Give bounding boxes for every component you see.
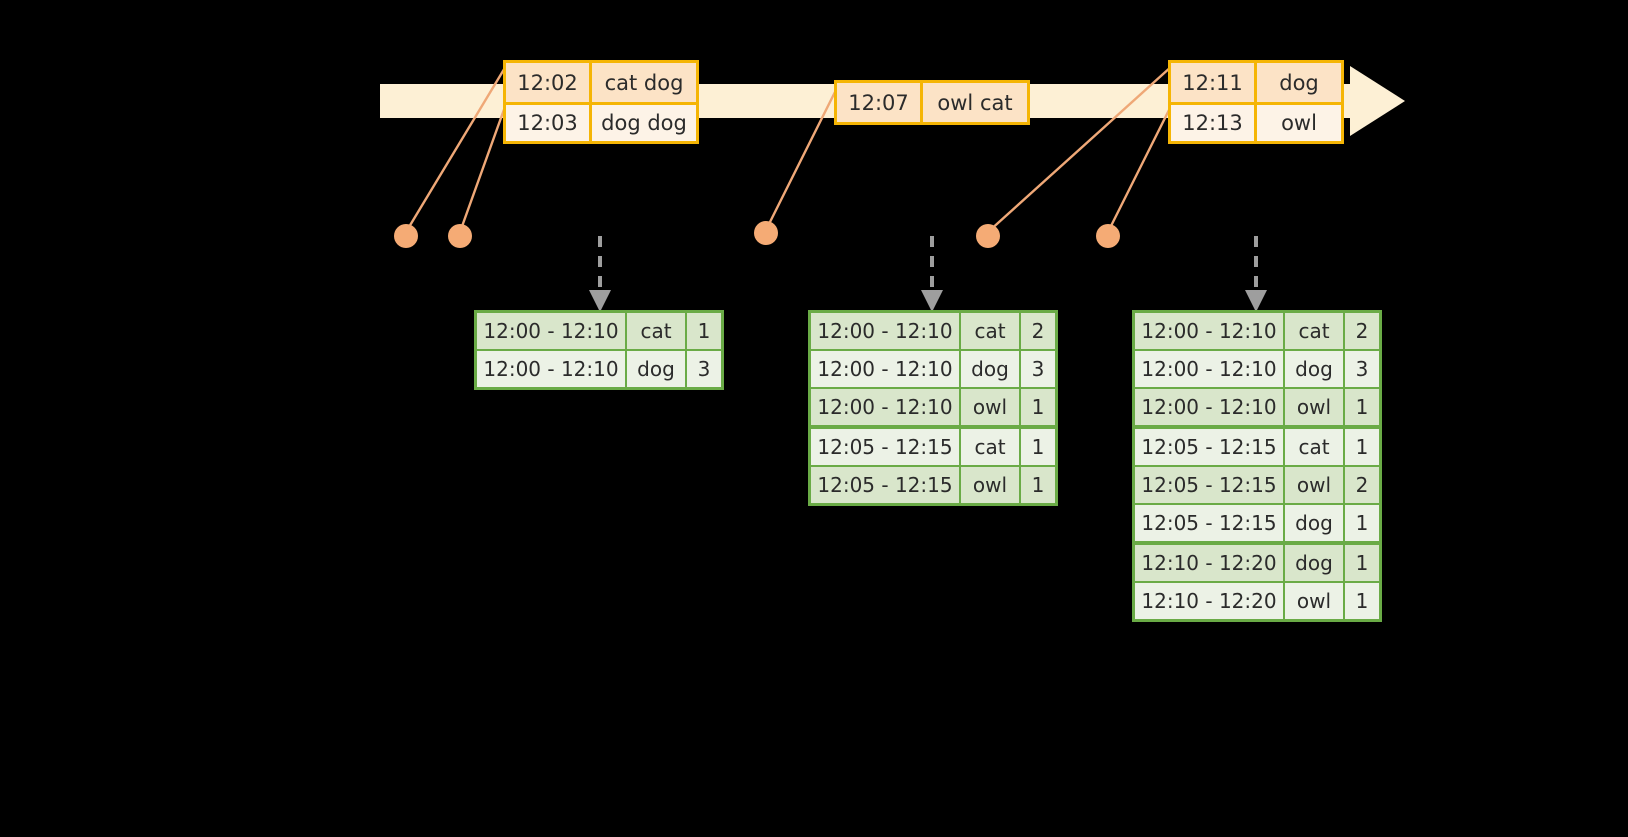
table-row[interactable]: 12:05 - 12:15 owl 1 <box>811 467 1055 503</box>
key-cell: owl <box>1285 389 1343 425</box>
event-time: 12:03 <box>506 105 592 141</box>
emit-arrows <box>589 236 1267 312</box>
window-cell: 12:00 - 12:10 <box>1135 389 1283 425</box>
table-row[interactable]: 12:05 - 12:15 dog 1 <box>1135 505 1379 541</box>
event-dot-5 <box>1096 224 1120 248</box>
key-cell: dog <box>961 351 1019 387</box>
result-table-3[interactable]: 12:00 - 12:10 cat 2 12:00 - 12:10 dog 3 … <box>1132 310 1382 622</box>
key-cell: owl <box>961 389 1019 425</box>
table-row[interactable]: 12:10 - 12:20 owl 1 <box>1135 583 1379 619</box>
event-row[interactable]: 12:03 dog dog <box>506 102 696 141</box>
count-cell: 3 <box>687 351 721 387</box>
count-cell: 1 <box>1345 429 1379 465</box>
event-row[interactable]: 12:11 dog <box>1171 63 1341 102</box>
window-cell: 12:10 - 12:20 <box>1135 545 1283 581</box>
event-box-1[interactable]: 12:02 cat dog 12:03 dog dog <box>503 60 699 144</box>
window-cell: 12:05 - 12:15 <box>1135 429 1283 465</box>
key-cell: cat <box>961 429 1019 465</box>
table-row[interactable]: 12:00 - 12:10 dog 3 <box>811 351 1055 387</box>
event-dot-2 <box>448 224 472 248</box>
window-cell: 12:00 - 12:10 <box>811 313 959 349</box>
event-box-3[interactable]: 12:11 dog 12:13 owl <box>1168 60 1344 144</box>
table-row[interactable]: 12:05 - 12:15 cat 1 <box>811 429 1055 465</box>
count-cell: 1 <box>1345 583 1379 619</box>
count-cell: 1 <box>1345 545 1379 581</box>
event-row[interactable]: 12:02 cat dog <box>506 63 696 102</box>
table-row[interactable]: 12:00 - 12:10 cat 2 <box>1135 313 1379 349</box>
key-cell: dog <box>1285 505 1343 541</box>
window-cell: 12:00 - 12:10 <box>477 313 625 349</box>
key-cell: cat <box>627 313 685 349</box>
key-cell: cat <box>961 313 1019 349</box>
window-cell: 12:10 - 12:20 <box>1135 583 1283 619</box>
window-cell: 12:05 - 12:15 <box>1135 505 1283 541</box>
count-cell: 1 <box>1021 429 1055 465</box>
event-dot-1 <box>394 224 418 248</box>
table-row[interactable]: 12:00 - 12:10 dog 3 <box>477 351 721 387</box>
event-words: dog <box>1257 63 1341 102</box>
window-cell: 12:05 - 12:15 <box>811 429 959 465</box>
key-cell: owl <box>1285 467 1343 503</box>
window-cell: 12:00 - 12:10 <box>1135 313 1283 349</box>
event-words: owl cat <box>923 83 1027 122</box>
result-table-1[interactable]: 12:00 - 12:10 cat 1 12:00 - 12:10 dog 3 <box>474 310 724 390</box>
count-cell: 1 <box>1021 389 1055 425</box>
event-time: 12:07 <box>837 83 923 122</box>
event-row[interactable]: 12:07 owl cat <box>837 83 1027 122</box>
count-cell: 2 <box>1021 313 1055 349</box>
window-cell: 12:05 - 12:15 <box>811 467 959 503</box>
table-row[interactable]: 12:00 - 12:10 owl 1 <box>811 389 1055 425</box>
event-time: 12:11 <box>1171 63 1257 102</box>
key-cell: dog <box>1285 545 1343 581</box>
count-cell: 1 <box>1021 467 1055 503</box>
table-row[interactable]: 12:05 - 12:15 owl 2 <box>1135 467 1379 503</box>
window-cell: 12:05 - 12:15 <box>1135 467 1283 503</box>
key-cell: owl <box>1285 583 1343 619</box>
event-words: cat dog <box>592 63 696 102</box>
count-cell: 3 <box>1021 351 1055 387</box>
table-row[interactable]: 12:00 - 12:10 dog 3 <box>1135 351 1379 387</box>
event-row[interactable]: 12:13 owl <box>1171 102 1341 141</box>
count-cell: 1 <box>1345 505 1379 541</box>
table-row[interactable]: 12:10 - 12:20 dog 1 <box>1135 545 1379 581</box>
key-cell: dog <box>627 351 685 387</box>
key-cell: cat <box>1285 429 1343 465</box>
window-cell: 12:00 - 12:10 <box>811 389 959 425</box>
table-row[interactable]: 12:00 - 12:10 owl 1 <box>1135 389 1379 425</box>
count-cell: 1 <box>1345 389 1379 425</box>
count-cell: 1 <box>687 313 721 349</box>
event-time: 12:02 <box>506 63 592 102</box>
count-cell: 2 <box>1345 313 1379 349</box>
window-cell: 12:00 - 12:10 <box>1135 351 1283 387</box>
key-cell: cat <box>1285 313 1343 349</box>
result-table-2[interactable]: 12:00 - 12:10 cat 2 12:00 - 12:10 dog 3 … <box>808 310 1058 506</box>
table-row[interactable]: 12:00 - 12:10 cat 2 <box>811 313 1055 349</box>
table-row[interactable]: 12:05 - 12:15 cat 1 <box>1135 429 1379 465</box>
event-words: owl <box>1257 105 1341 141</box>
event-words: dog dog <box>592 105 696 141</box>
event-dots <box>394 221 1120 248</box>
window-cell: 12:00 - 12:10 <box>811 351 959 387</box>
key-cell: owl <box>961 467 1019 503</box>
table-row[interactable]: 12:00 - 12:10 cat 1 <box>477 313 721 349</box>
count-cell: 2 <box>1345 467 1379 503</box>
key-cell: dog <box>1285 351 1343 387</box>
count-cell: 3 <box>1345 351 1379 387</box>
event-time: 12:13 <box>1171 105 1257 141</box>
event-dot-4 <box>976 224 1000 248</box>
event-box-2[interactable]: 12:07 owl cat <box>834 80 1030 125</box>
event-dot-3 <box>754 221 778 245</box>
window-cell: 12:00 - 12:10 <box>477 351 625 387</box>
